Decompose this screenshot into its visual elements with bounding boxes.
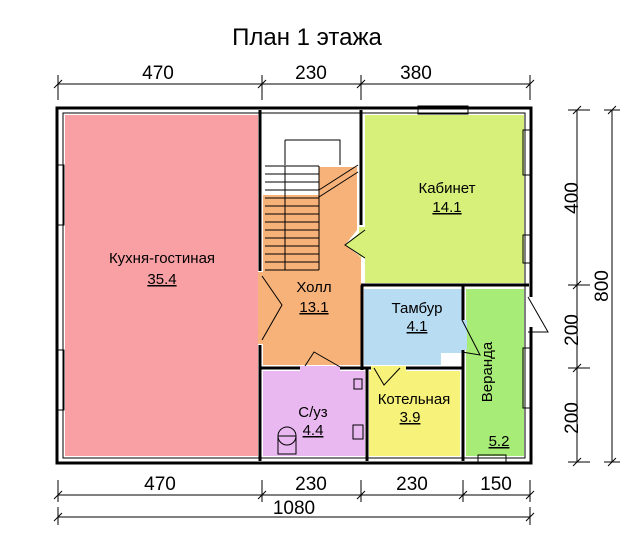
right-dimension-chain: 400 200 200 800 <box>562 105 620 467</box>
fixtures <box>277 378 364 455</box>
dim-right-1: 400 <box>562 182 583 214</box>
window-veranda <box>522 347 532 409</box>
room-veranda-name: Веранда <box>479 341 496 402</box>
walls <box>55 106 533 465</box>
dim-bottom-2: 230 <box>295 474 327 495</box>
windows <box>55 105 532 464</box>
dim-right-total: 800 <box>592 270 613 302</box>
room-kitchen-name: Кухня-гостиная <box>109 250 215 267</box>
door-boiler <box>371 366 406 371</box>
dim-top-3: 380 <box>400 63 432 84</box>
boiler-icon <box>353 378 363 390</box>
door-cabinet <box>359 227 365 257</box>
room-labels: Кухня-гостиная 35.4 Холл 13.1 Кабинет 14… <box>109 180 509 450</box>
door-tambur-veranda <box>461 320 467 350</box>
room-fills <box>65 115 524 456</box>
dim-right-2: 200 <box>562 314 583 346</box>
bottom-dimension-chain: 470 230 230 150 1080 <box>53 474 535 525</box>
room-cabinet-fill <box>345 115 524 283</box>
room-kitchen-area: 35.4 <box>147 271 176 288</box>
window-cabinet-right <box>522 129 532 176</box>
room-hall-name: Холл <box>296 279 331 296</box>
room-boiler-name: Котельная <box>378 391 451 408</box>
room-boiler-area: 3.9 <box>400 409 421 426</box>
room-hall-fill <box>263 167 361 365</box>
room-kitchen-fill <box>65 115 258 456</box>
room-cabinet-name: Кабинет <box>418 180 475 197</box>
dim-bottom-3: 230 <box>396 474 428 495</box>
staircase <box>265 139 359 271</box>
dim-bottom-total: 1080 <box>273 498 315 519</box>
room-cabinet-area: 14.1 <box>432 199 461 216</box>
door-kitchen-hall <box>258 272 264 344</box>
dim-top-2: 230 <box>295 63 327 84</box>
plan-title: План 1 этажа <box>232 24 382 51</box>
room-tambur-name: Тамбур <box>392 300 443 317</box>
window-kitchen-left-2 <box>55 349 65 411</box>
sink-icon <box>352 424 364 440</box>
dim-top-1: 470 <box>142 63 174 84</box>
window-cabinet-top <box>417 105 469 115</box>
doors <box>258 227 549 386</box>
window-cabinet-right-2 <box>522 234 532 264</box>
room-veranda-fill <box>466 289 524 456</box>
room-tambur-fill <box>364 289 462 365</box>
dim-bottom-1: 470 <box>144 474 176 495</box>
room-hall-area: 13.1 <box>299 299 328 316</box>
top-dimension-chain: 470 230 380 <box>53 63 535 100</box>
room-bathroom-name: С/уз <box>298 404 328 421</box>
door-bathroom <box>300 366 340 371</box>
dim-bottom-4: 150 <box>480 474 512 495</box>
door-veranda-exit <box>529 297 535 327</box>
window-bottom-veranda <box>477 454 507 464</box>
dim-right-3: 200 <box>562 402 583 434</box>
window-kitchen-left-1 <box>55 164 65 226</box>
room-bathroom-area: 4.4 <box>303 422 324 439</box>
room-veranda-area: 5.2 <box>489 433 510 450</box>
room-tambur-area: 4.1 <box>407 318 428 335</box>
